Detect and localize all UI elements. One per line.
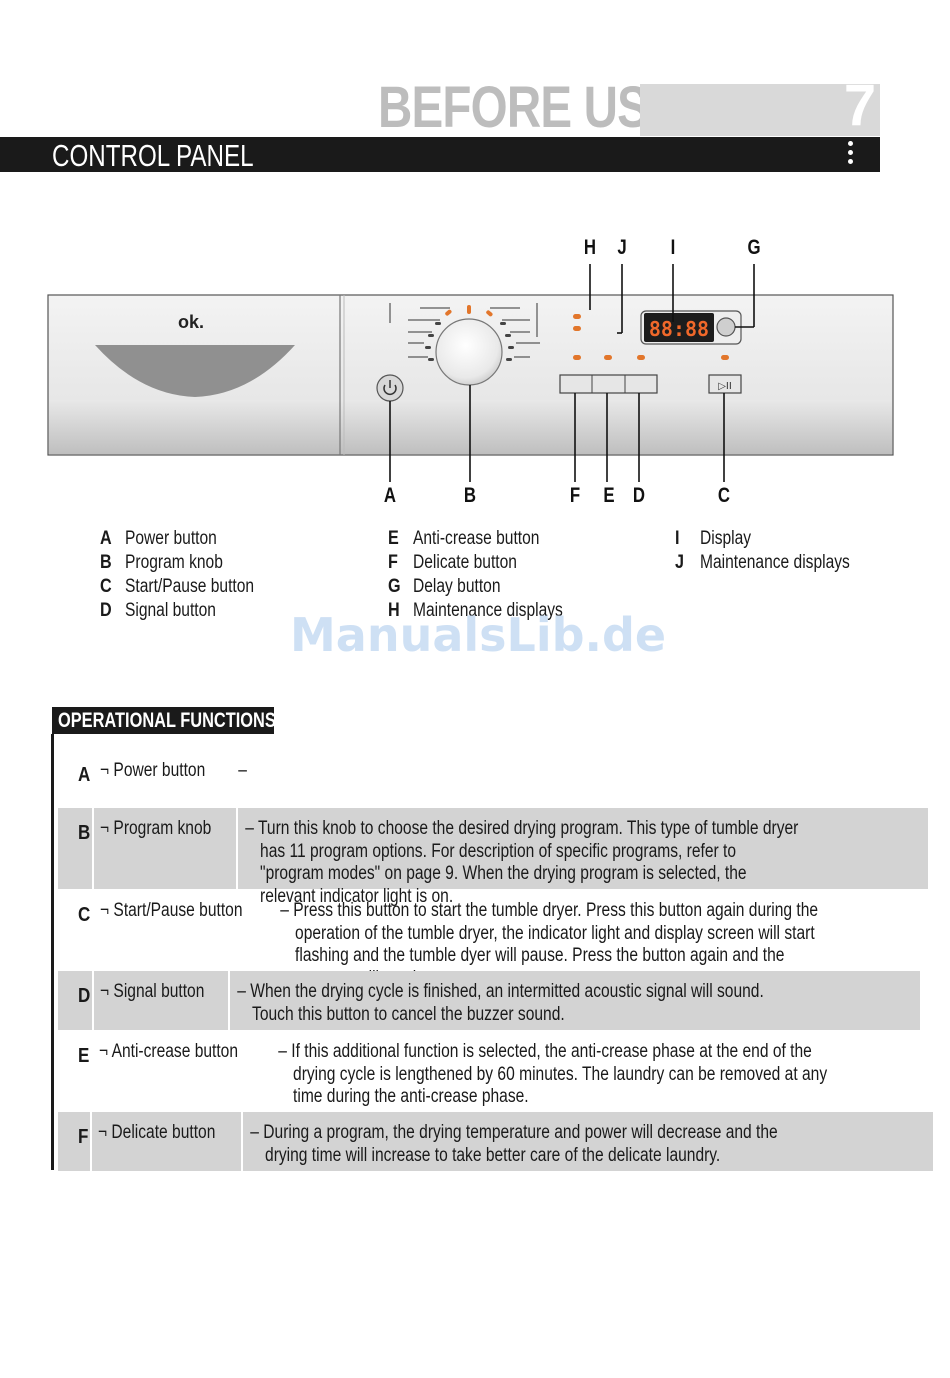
section-header: OPERATIONAL FUNCTIONS (58, 709, 276, 732)
page-title: CONTROL PANEL (52, 138, 254, 173)
callout-j: J (617, 236, 627, 259)
function-row: A ¬ Power button – (78, 760, 247, 786)
section-header-bar (52, 707, 274, 734)
function-row: D ¬ Signal button – When the drying cycl… (58, 971, 920, 1030)
function-row: C ¬ Start/Pause button – Press this butt… (78, 900, 819, 989)
brand-logo: ok. (178, 312, 204, 332)
callout-f: F (569, 484, 581, 507)
digital-display (644, 313, 714, 342)
callout-e: E (603, 484, 615, 507)
detergent-drawer-handle (95, 345, 295, 397)
callout-i: I (670, 236, 676, 259)
callout-h: H (583, 236, 597, 259)
program-knob (435, 318, 503, 386)
function-row: B ¬ Program knob – Turn this knob to cho… (58, 808, 929, 907)
function-row: E ¬ Anti-crease button – If this additio… (78, 1041, 827, 1107)
left-rule (51, 734, 54, 1170)
control-panel-illustration: ok. ▷II 88:88 (47, 264, 894, 482)
callout-c: C (717, 484, 731, 507)
display-digits: 88:88 (649, 317, 709, 341)
page-number: 7 (843, 73, 877, 138)
callout-b: B (463, 484, 477, 507)
callout-g: G (747, 236, 761, 259)
callout-a: A (383, 484, 397, 507)
callout-d: D (632, 484, 646, 507)
function-buttons (559, 374, 658, 394)
function-row: F ¬ Delicate button – During a program, … (58, 1112, 934, 1171)
title-bar (0, 137, 880, 172)
dots-decoration (847, 141, 855, 173)
heading-band (640, 84, 880, 136)
play-pause-icon: ▷II (718, 381, 732, 392)
section-heading: BEFORE USE (378, 75, 680, 140)
delay-button (716, 317, 736, 337)
start-pause-button (708, 374, 742, 394)
watermark: ManualsLib.de (290, 608, 667, 662)
